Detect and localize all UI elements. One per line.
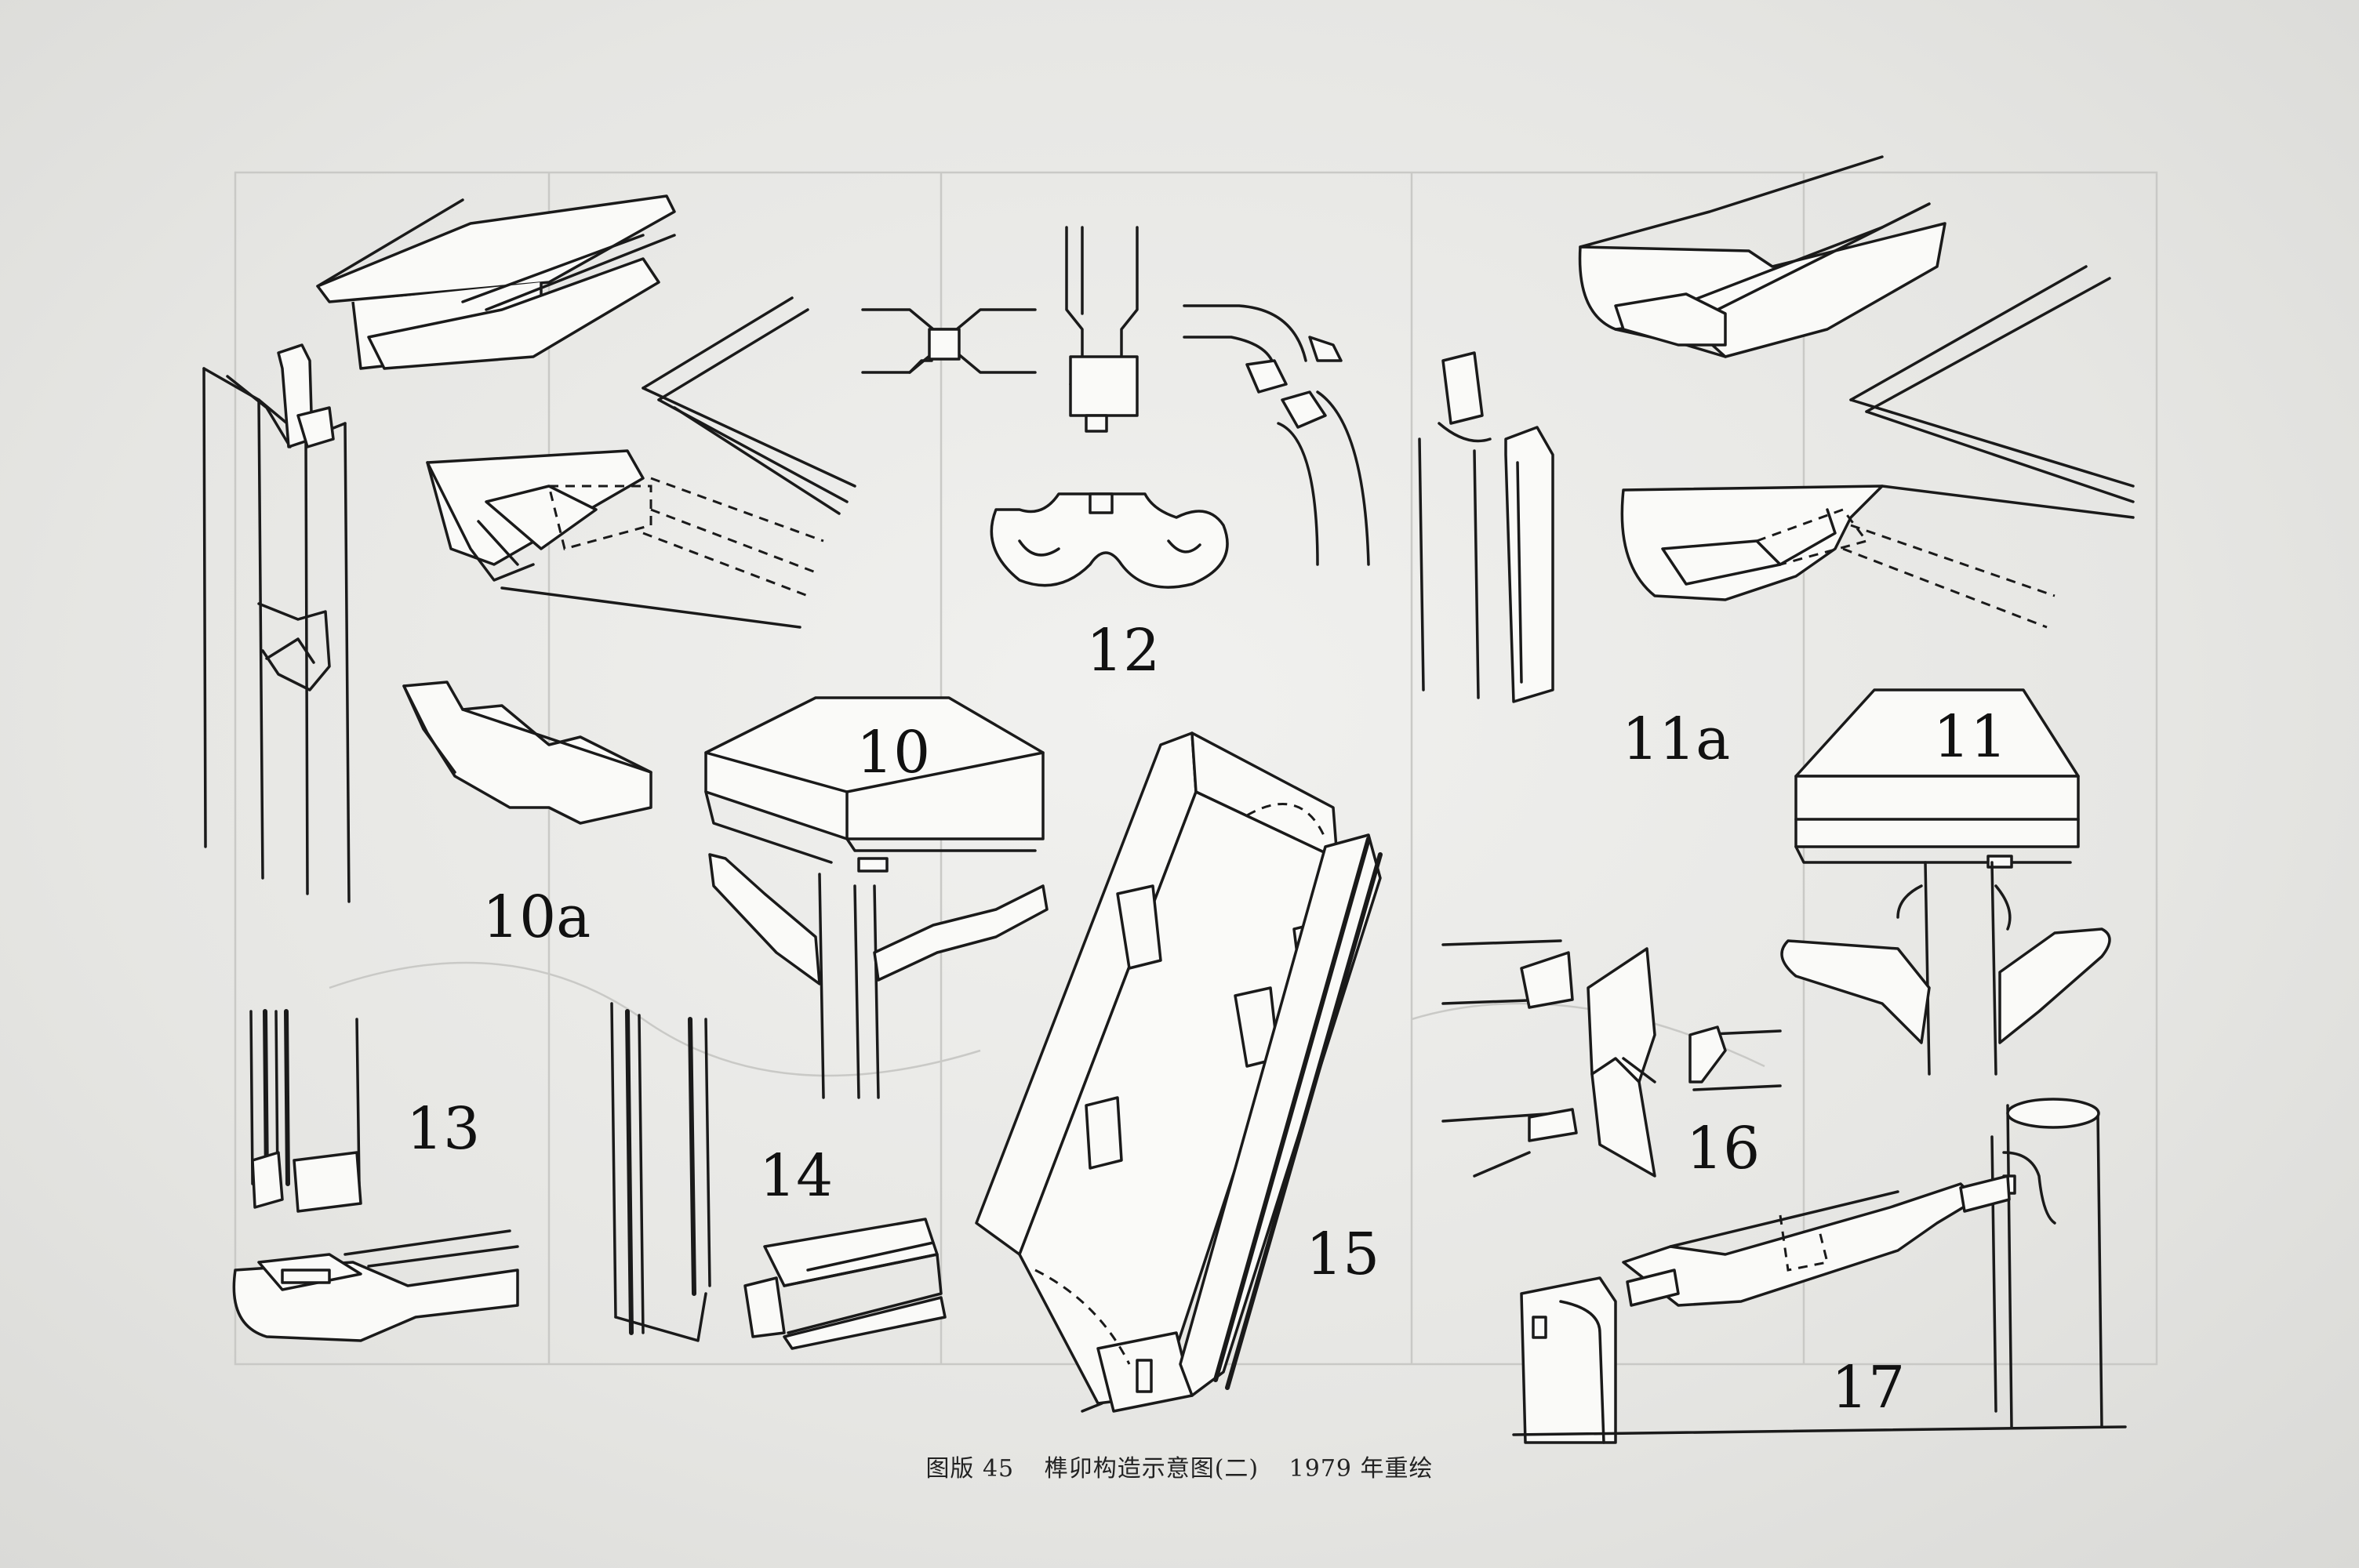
label-15: 15: [1306, 1221, 1379, 1288]
label-10: 10: [856, 719, 930, 786]
caption-plate-number: 图版 45: [925, 1455, 1015, 1483]
joint-10: 10: [704, 696, 1049, 1099]
label-11: 11: [1933, 703, 2007, 771]
joint-11: 11: [1780, 688, 2111, 1076]
figure-caption: 图版 45 榫卯构造示意图(二) 1979 年重绘: [0, 1449, 2359, 1483]
label-13: 13: [406, 1095, 480, 1163]
joint-16: 16: [1441, 939, 1782, 1182]
joint-17: 17: [1512, 1098, 2127, 1444]
label-17: 17: [1831, 1354, 1905, 1421]
label-10a: 10a: [482, 884, 591, 951]
joint-12: 12: [861, 226, 1370, 684]
label-12: 12: [1086, 617, 1160, 684]
label-16: 16: [1686, 1115, 1760, 1182]
label-14: 14: [759, 1142, 833, 1210]
joint-10a: 10a: [202, 194, 856, 951]
joint-15: 15: [975, 731, 1383, 1413]
caption-note: 1979 年重绘: [1289, 1455, 1434, 1483]
joint-13: 13: [232, 1009, 519, 1342]
caption-title: 榫卯构造示意图(二): [1044, 1455, 1259, 1483]
joint-14: 14: [610, 1002, 947, 1350]
label-11a: 11a: [1622, 706, 1730, 773]
joint-11a: 11a: [1418, 155, 2135, 773]
